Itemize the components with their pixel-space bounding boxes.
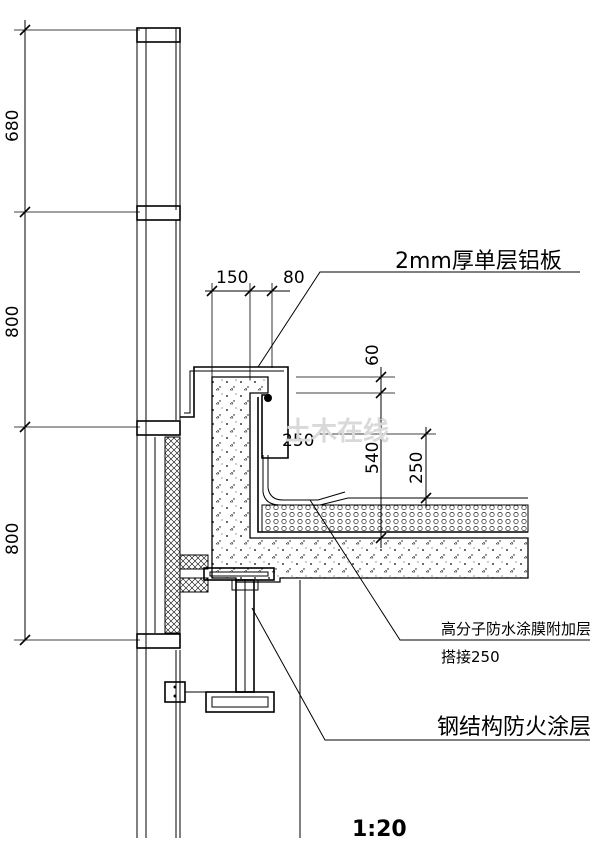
watermark-text: 土木在线 bbox=[285, 417, 389, 447]
scale-label: 1:20 bbox=[352, 817, 407, 842]
label-fire-coating: 钢结构防火涂层 bbox=[437, 715, 591, 740]
aluminum-plate bbox=[180, 366, 289, 459]
dim-left-top: 680 bbox=[3, 110, 23, 142]
dim-right-60: 60 bbox=[363, 344, 383, 366]
label-waterproof-line1: 高分子防水涂膜附加层 bbox=[441, 620, 591, 638]
spandrel-insulation-panel bbox=[154, 436, 209, 634]
label-waterproof-line2: 搭接250 bbox=[441, 648, 500, 666]
leader-waterproof bbox=[309, 499, 590, 641]
leader-aluminum bbox=[257, 271, 580, 368]
label-aluminum-plate: 2mm厚单层铝板 bbox=[395, 249, 562, 274]
dim-right-250: 250 bbox=[407, 452, 427, 484]
dim-top-80: 80 bbox=[283, 268, 305, 288]
top-dimension-chain bbox=[205, 283, 290, 380]
dim-left-middle: 800 bbox=[3, 306, 23, 338]
curtain-wall-mullion bbox=[136, 27, 181, 838]
dim-top-150: 150 bbox=[216, 268, 248, 288]
right-dimension-chain bbox=[296, 367, 436, 548]
dim-mid-250: 250 bbox=[282, 431, 314, 451]
steel-beam bbox=[203, 567, 275, 713]
mullion-bracket bbox=[164, 681, 206, 703]
leader-fire-coating bbox=[251, 607, 590, 741]
dim-left-bottom: 800 bbox=[3, 523, 23, 555]
dim-right-540: 540 bbox=[363, 442, 383, 474]
anchor-bolt bbox=[264, 394, 272, 402]
concrete-upstand-slab bbox=[211, 376, 529, 583]
left-dimension-chain bbox=[14, 20, 140, 646]
insulation-board bbox=[261, 504, 529, 533]
